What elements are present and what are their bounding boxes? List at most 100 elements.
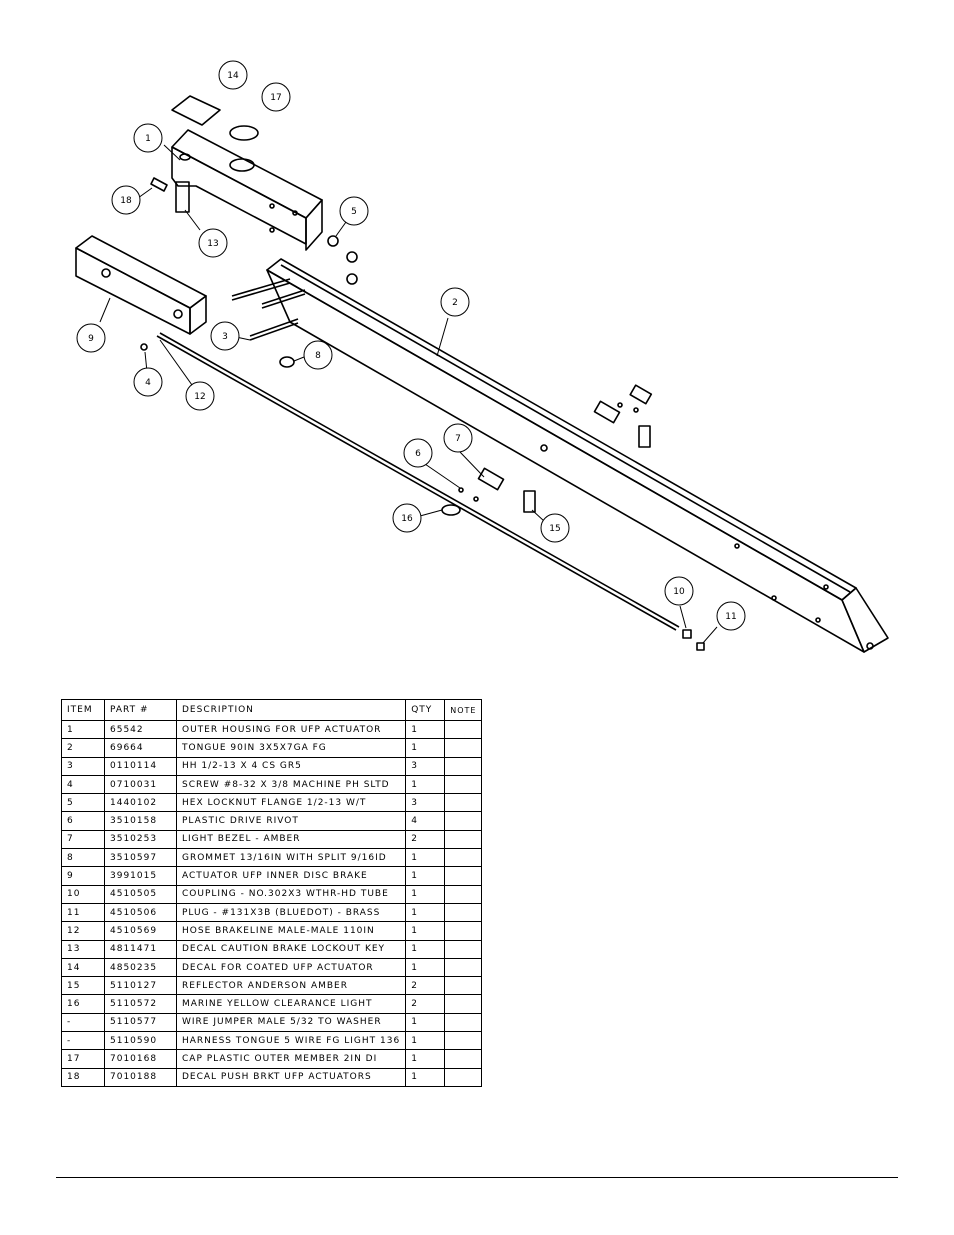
cell-item: 17 [61, 1049, 105, 1069]
footer-rule [56, 1177, 898, 1178]
cell-description: TONGUE 90IN 3X5X7GA FG [175, 738, 407, 758]
callout-number: 11 [725, 612, 736, 622]
cell-note [444, 811, 483, 831]
cell-item: 16 [61, 994, 105, 1014]
cell-qty: 1 [405, 866, 446, 886]
cell-note [444, 957, 483, 978]
cell-item: 11 [61, 902, 105, 923]
screw-part-4 [140, 343, 148, 351]
callout-balloon [440, 287, 470, 317]
cell-part-number: 4811471 [104, 939, 177, 959]
cell-qty: 1 [405, 848, 446, 868]
cell-qty: 1 [405, 1067, 446, 1087]
callout-balloon [198, 228, 228, 258]
cell-item: 10 [61, 884, 105, 904]
header-part-number: PART # [104, 699, 177, 721]
cell-part-number: 69664 [104, 738, 177, 758]
cell-note [444, 1067, 483, 1087]
cell-qty: 1 [405, 1031, 446, 1051]
cell-qty: 2 [405, 994, 446, 1014]
cell-qty: 4 [405, 811, 446, 831]
cell-item: 13 [61, 939, 105, 959]
cell-part-number: 4510505 [104, 884, 177, 904]
cell-note [444, 884, 483, 904]
cell-description: HOSE BRAKELINE MALE-MALE 110IN [175, 921, 407, 941]
cell-part-number: 7010188 [104, 1067, 177, 1087]
cell-qty: 3 [405, 756, 446, 776]
cell-item: 6 [61, 811, 105, 831]
actuator-inner-part-9 [75, 235, 207, 335]
cell-item: 2 [61, 738, 105, 758]
cell-description: HH 1/2-13 X 4 CS GR5 [175, 756, 407, 776]
header-qty: QTY [405, 699, 446, 721]
cell-note [444, 829, 483, 850]
cell-note [444, 1049, 483, 1069]
coupling-part-10 [682, 629, 692, 639]
callout-balloon [540, 513, 570, 543]
cell-description: HARNESS TONGUE 5 WIRE FG LIGHT 136 [175, 1031, 407, 1051]
cell-note [444, 1012, 483, 1033]
header-description: DESCRIPTION [175, 699, 407, 721]
cell-qty: 1 [405, 719, 446, 740]
cell-note [444, 902, 483, 923]
callout-number: 8 [315, 351, 321, 361]
cell-description: DECAL FOR COATED UFP ACTUATOR [175, 957, 407, 978]
cell-item: - [61, 1031, 105, 1051]
cell-qty: 2 [405, 976, 446, 996]
tongue-part-2 [266, 258, 889, 653]
reflector-part-15 [523, 490, 536, 513]
cell-part-number: 0110114 [104, 756, 177, 776]
cell-part-number: 65542 [104, 719, 177, 740]
callout-number: 18 [120, 196, 132, 206]
header-note: NOTE [444, 699, 483, 721]
callout-balloon [664, 576, 694, 606]
cell-description: MARINE YELLOW CLEARANCE LIGHT [175, 994, 407, 1014]
decal-part-13 [175, 181, 190, 213]
cell-description: LIGHT BEZEL - AMBER [175, 829, 407, 850]
brake-hose-part-12 [156, 332, 680, 631]
cell-description: DECAL PUSH BRKT UFP ACTUATORS [175, 1067, 407, 1087]
cell-qty: 1 [405, 902, 446, 923]
cell-qty: 1 [405, 884, 446, 904]
cell-note [444, 738, 483, 758]
cell-item: 7 [61, 829, 105, 850]
cell-description: SCREW #8-32 X 3/8 MACHINE PH SLTD [175, 774, 407, 795]
callout-number: 5 [351, 207, 357, 217]
callout-number: 14 [227, 71, 239, 81]
cell-description: GROMMET 13/16IN WITH SPLIT 9/16ID [175, 848, 407, 868]
parts-list-header-row: ITEM PART # DESCRIPTION QTY NOTE [61, 699, 483, 721]
cell-item: 12 [61, 921, 105, 941]
locknut-part-5 [327, 235, 339, 247]
callout-number: 15 [549, 524, 560, 534]
cell-note [444, 756, 483, 776]
callout-number: 7 [455, 434, 461, 444]
plug-part-11 [696, 642, 705, 651]
callout-balloon [218, 60, 248, 90]
cell-description: ACTUATOR UFP INNER DISC BRAKE [175, 866, 407, 886]
callout-balloon [261, 82, 291, 112]
cell-part-number: 5110572 [104, 994, 177, 1014]
callout-number: 10 [673, 587, 685, 597]
cell-note [444, 976, 483, 996]
cell-part-number: 7010168 [104, 1049, 177, 1069]
cell-note [444, 1031, 483, 1051]
callout-number: 13 [207, 239, 218, 249]
cell-item: 18 [61, 1067, 105, 1087]
cell-qty: 1 [405, 939, 446, 959]
callout-balloon [133, 123, 163, 153]
outer-housing-part-1 [171, 129, 323, 251]
callout-balloon [392, 503, 422, 533]
